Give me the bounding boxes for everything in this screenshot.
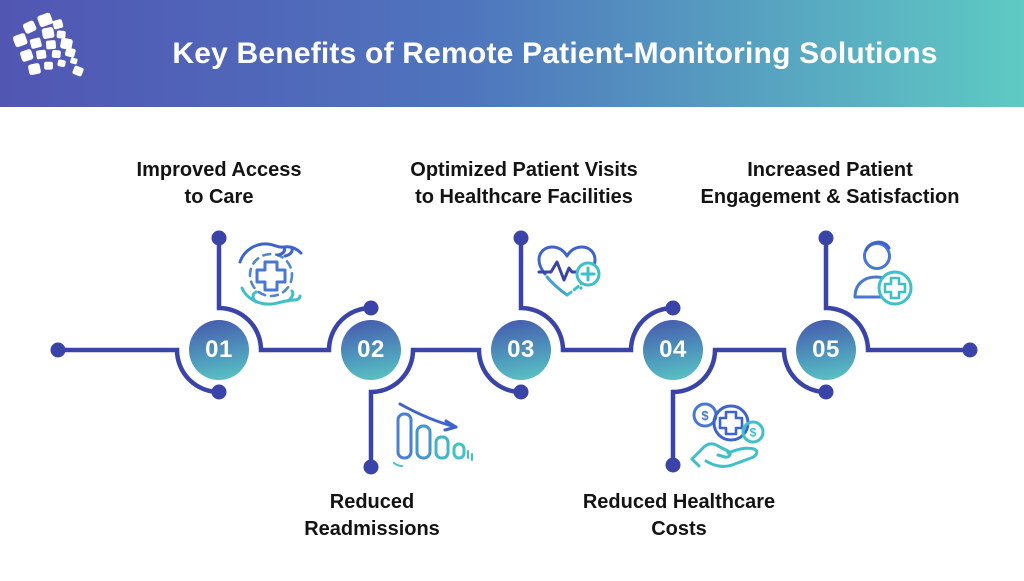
step-label-reduced-readmissions: Reduced Readmissions xyxy=(304,491,440,540)
step-label-improved-access: Improved Access to Care xyxy=(136,159,302,208)
page-title: Key Benefits of Remote Patient-Monitorin… xyxy=(172,36,938,70)
mosaic-cubes-logo-icon xyxy=(12,12,84,76)
step-number: 05 xyxy=(812,336,840,363)
step-circle-03: 03 xyxy=(491,320,551,380)
header-banner: Key Benefits of Remote Patient-Monitorin… xyxy=(0,0,1024,107)
step-label-optimized-visits: Optimized Patient Visits to Healthcare F… xyxy=(410,159,638,208)
step-circle-04: 04 xyxy=(643,320,703,380)
declining-bar-chart-icon xyxy=(393,402,473,467)
care-hands-cross-icon xyxy=(238,242,303,306)
step-label-increased-engagement: Increased Patient Engagement & Satisfact… xyxy=(700,159,960,208)
logo xyxy=(0,12,96,96)
step-circle-01: 01 xyxy=(189,320,249,380)
step-number: 03 xyxy=(507,336,535,363)
step-number: 02 xyxy=(357,336,385,363)
dollar-glyph: $ xyxy=(701,408,709,423)
patient-plus-icon xyxy=(853,240,913,306)
step-label-reduced-costs: Reduced Healthcare Costs xyxy=(582,491,776,540)
step-circle-02: 02 xyxy=(341,320,401,380)
step-number: 04 xyxy=(659,336,687,363)
heart-ecg-plus-icon xyxy=(537,245,601,297)
step-number: 01 xyxy=(205,336,233,363)
step-circle-05: 05 xyxy=(796,320,856,380)
dollar-glyph: $ xyxy=(750,426,757,440)
hand-money-cross-icon: $ $ xyxy=(690,402,765,468)
